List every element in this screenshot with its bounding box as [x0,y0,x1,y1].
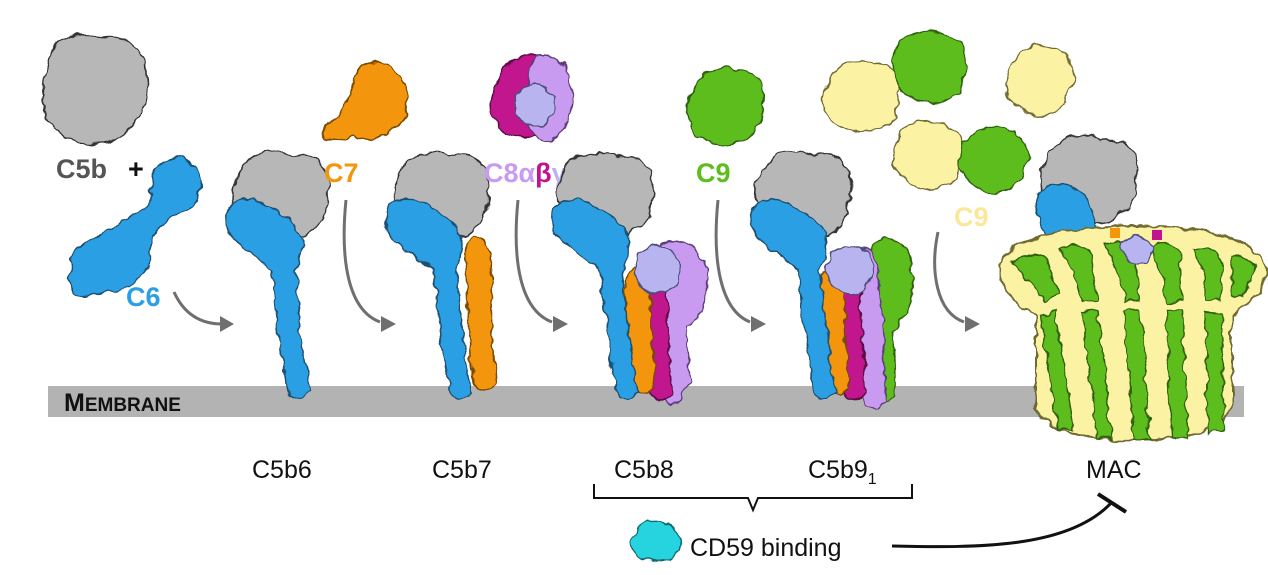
c8-label: C8αβγ [484,158,567,188]
c5b-label: C5b [56,154,107,184]
stage-label-c5b6: C5b6 [252,456,312,484]
c9-cluster-icon [821,30,1075,193]
cd59-binding-label: CD59 binding [690,534,842,562]
c6-protein-icon [69,157,202,298]
cd59-protein-icon [631,519,680,562]
mac-pore-icon [998,135,1268,442]
c5b8-complex-icon [551,151,709,404]
c5b7-complex-icon [385,151,497,399]
c8-protein-icon [490,54,573,142]
arrowhead-icon [381,316,396,332]
membrane-label: MEMBRANE [64,389,181,417]
plus-label: + [128,154,144,184]
stage-label-c5b8: C5b8 [614,456,674,484]
curved-arrow-icon [933,231,965,324]
c9-protein-icon [685,67,764,146]
c5b6-complex-icon [225,151,330,399]
c7-label: C7 [324,158,359,188]
stage-label-c5b9: C5b91 [808,456,877,488]
c5b9-complex-icon [749,151,914,408]
inhibition-bar [1096,492,1128,514]
c5b-protein-icon [40,34,149,145]
stage-label-c5b7: C5b7 [432,456,492,484]
curved-arrow-icon [714,199,751,324]
curved-arrow-icon [172,291,223,326]
stage-label-mac: MAC [1086,456,1142,484]
arrowhead-icon [220,316,234,332]
brace [593,484,913,513]
arrowhead-icon [553,316,568,332]
c7-protein-icon [321,60,409,142]
c9-label: C9 [696,158,731,188]
arrowhead-icon [965,316,980,332]
curved-arrow-icon [342,199,381,324]
c6-label: C6 [126,282,161,312]
arrowhead-icon [751,316,766,332]
c9-pale-label: C9 [954,202,989,232]
curved-arrow-icon [514,199,553,324]
inhibition-arrow-icon [891,500,1114,549]
